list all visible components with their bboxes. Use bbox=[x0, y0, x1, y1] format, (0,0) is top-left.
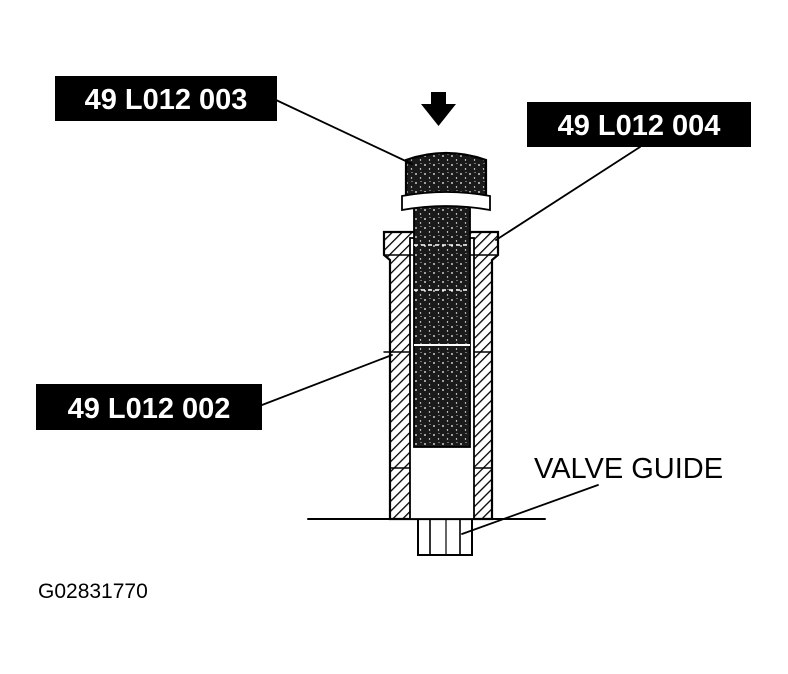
callout-label-49-l012-003: 49 L012 003 bbox=[85, 84, 248, 116]
figure-id: G02831770 bbox=[38, 580, 148, 603]
leader-line-valve-guide bbox=[461, 484, 599, 535]
callout-49-l012-003: 49 L012 003 bbox=[55, 76, 277, 121]
installer-cap-49-l012-003 bbox=[401, 151, 491, 212]
installer-driver-49-l012-002 bbox=[413, 204, 471, 448]
leader-line-004 bbox=[495, 146, 641, 241]
callout-49-l012-004: 49 L012 004 bbox=[527, 102, 751, 147]
callout-label-49-l012-002: 49 L012 002 bbox=[68, 393, 231, 425]
down-arrow-icon bbox=[421, 92, 456, 126]
leader-line-002 bbox=[261, 354, 393, 406]
callout-49-l012-002: 49 L012 002 bbox=[36, 384, 262, 430]
callout-label-valve-guide: VALVE GUIDE bbox=[534, 453, 723, 485]
leader-line-003 bbox=[275, 99, 413, 165]
callout-label-49-l012-004: 49 L012 004 bbox=[558, 110, 721, 142]
